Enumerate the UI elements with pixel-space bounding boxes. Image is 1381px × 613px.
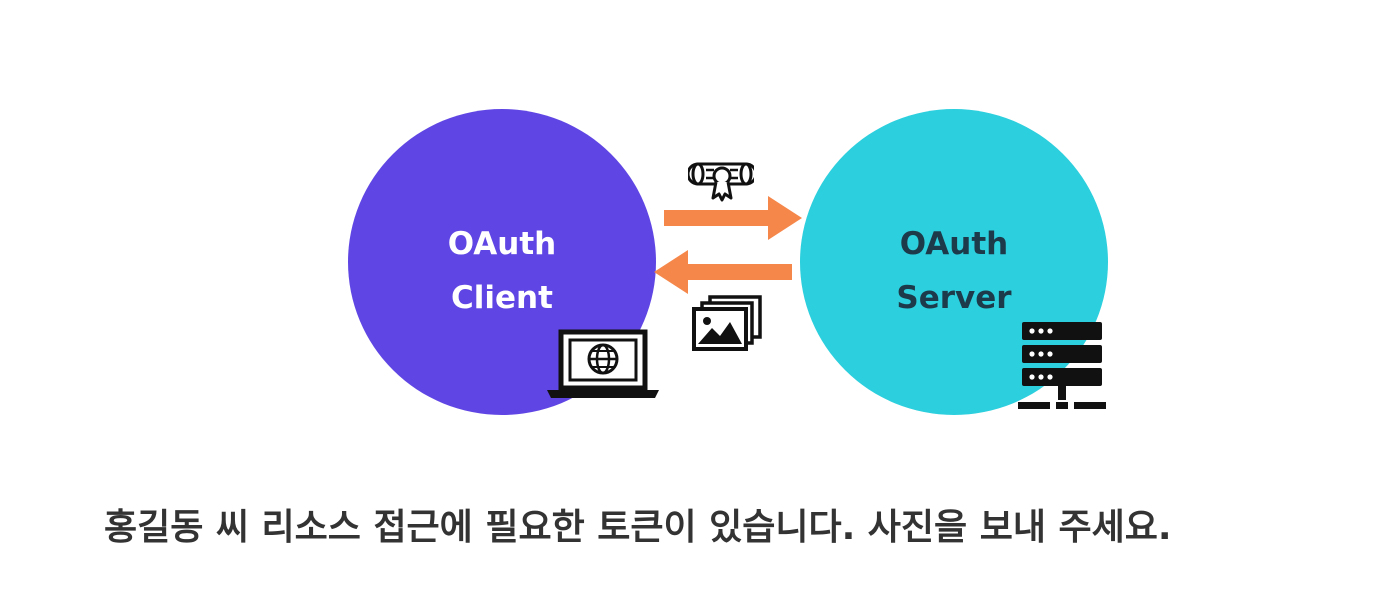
oauth-client-node: OAuth Client	[348, 109, 656, 415]
request-arrow	[664, 196, 802, 240]
client-label: OAuth Client	[348, 217, 656, 325]
photos-icon	[692, 295, 762, 351]
client-label-line2: Client	[451, 280, 553, 316]
certificate-icon	[688, 162, 754, 202]
server-rack-icon	[1018, 322, 1106, 409]
server-label-line1: OAuth	[899, 226, 1009, 262]
server-label-line2: Server	[896, 280, 1012, 316]
caption-text: 홍길동 씨 리소스 접근에 필요한 토큰이 있습니다. 사진을 보내 주세요.	[104, 507, 1172, 548]
client-label-line1: OAuth	[447, 226, 557, 262]
response-arrow	[654, 250, 792, 294]
server-label: OAuth Server	[800, 217, 1108, 325]
oauth-server-node: OAuth Server	[800, 109, 1108, 415]
laptop-globe-icon	[547, 329, 659, 398]
